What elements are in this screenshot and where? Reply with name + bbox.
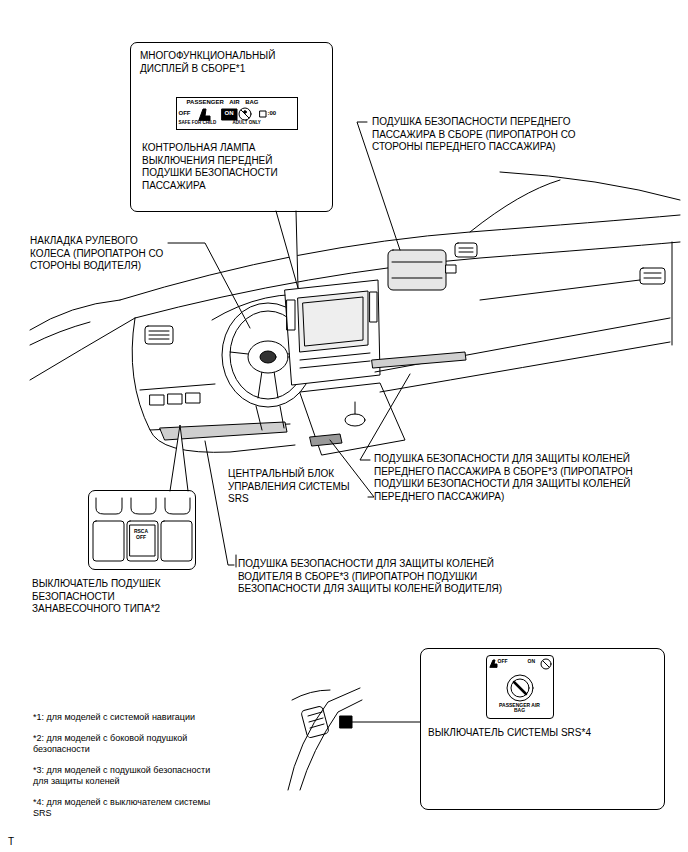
indicator-text: :00: [268, 110, 277, 117]
callout-text: КОНТРОЛЬНАЯ ЛАМПА ВЫКЛЮЧЕНИЯ ПЕРЕДНЕЙ ПО…: [142, 142, 307, 192]
indicator-text: SAFE FOR CHILD: [179, 121, 217, 126]
callout-title: МНОГОФУНКЦИОНАЛЬНЫЙ ДИСПЛЕЙ В СБОРЕ*1: [140, 50, 325, 75]
part-label: ВЫКЛЮЧАТЕЛЬ ПОДУШЕК БЕЗОПАСНОСТИ ЗАНАВЕС…: [32, 578, 192, 616]
indicator-panel: PASSENGER AIR BAG OFF ON :00SAFE FOR CHILD A…: [176, 97, 298, 130]
footnote: *1: для моделей с системой навигации: [33, 712, 233, 723]
page-mark: T: [8, 836, 28, 849]
indicator-on: ON: [223, 110, 236, 117]
callout-box: МНОГОФУНКЦИОНАЛЬНЫЙ ДИСПЛЕЙ В СБОРЕ*1КОН…: [130, 42, 333, 212]
callout-text: ВЫКЛЮЧАТЕЛЬ СИСТЕМЫ SRS*4: [428, 727, 658, 740]
footnote: *4: для моделей с выключателем системы S…: [33, 797, 223, 820]
part-label: ЦЕНТРАЛЬНЫЙ БЛОК УПРАВЛЕНИЯ СИСТЕМЫ SRS: [228, 468, 366, 506]
footnote: *3: для моделей с подушкой безопасности …: [33, 765, 223, 788]
part-label: ПОДУШКА БЕЗОПАСНОСТИ ДЛЯ ЗАЩИТЫ КОЛЕНЕЙ …: [374, 453, 674, 503]
indicator-text: OFF: [179, 110, 191, 117]
switch-text: RSCA OFF: [129, 529, 153, 540]
switch-text: PASSENGER AIR BAG: [495, 703, 545, 714]
part-label: НАКЛАДКА РУЛЕВОГО КОЛЕСА (ПИРОПАТРОН СО …: [30, 235, 166, 273]
switch-callout-box: RSCA OFF: [88, 490, 196, 570]
part-label: ПОДУШКА БЕЗОПАСНОСТИ ПЕРЕДНЕГО ПАССАЖИРА…: [372, 116, 612, 154]
switch-text: OFF: [498, 659, 508, 665]
footnote: *2: для моделей с боковой подушкой безоп…: [33, 733, 223, 756]
switch-text: ON: [528, 659, 536, 665]
indicator-text: ADULT ONLY: [233, 121, 261, 126]
part-label: ПОДУШКА БЕЗОПАСНОСТИ ДЛЯ ЗАЩИТЫ КОЛЕНЕЙ …: [238, 558, 548, 596]
switch-callout-box: ВЫКЛЮЧАТЕЛЬ СИСТЕМЫ SRS*4 OFF ON PASSENGER …: [420, 648, 665, 810]
srs-switch-face: OFF ON PASSENGER AIR BAG: [486, 655, 554, 719]
indicator-text: PASSENGER AIR BAG: [187, 99, 291, 106]
